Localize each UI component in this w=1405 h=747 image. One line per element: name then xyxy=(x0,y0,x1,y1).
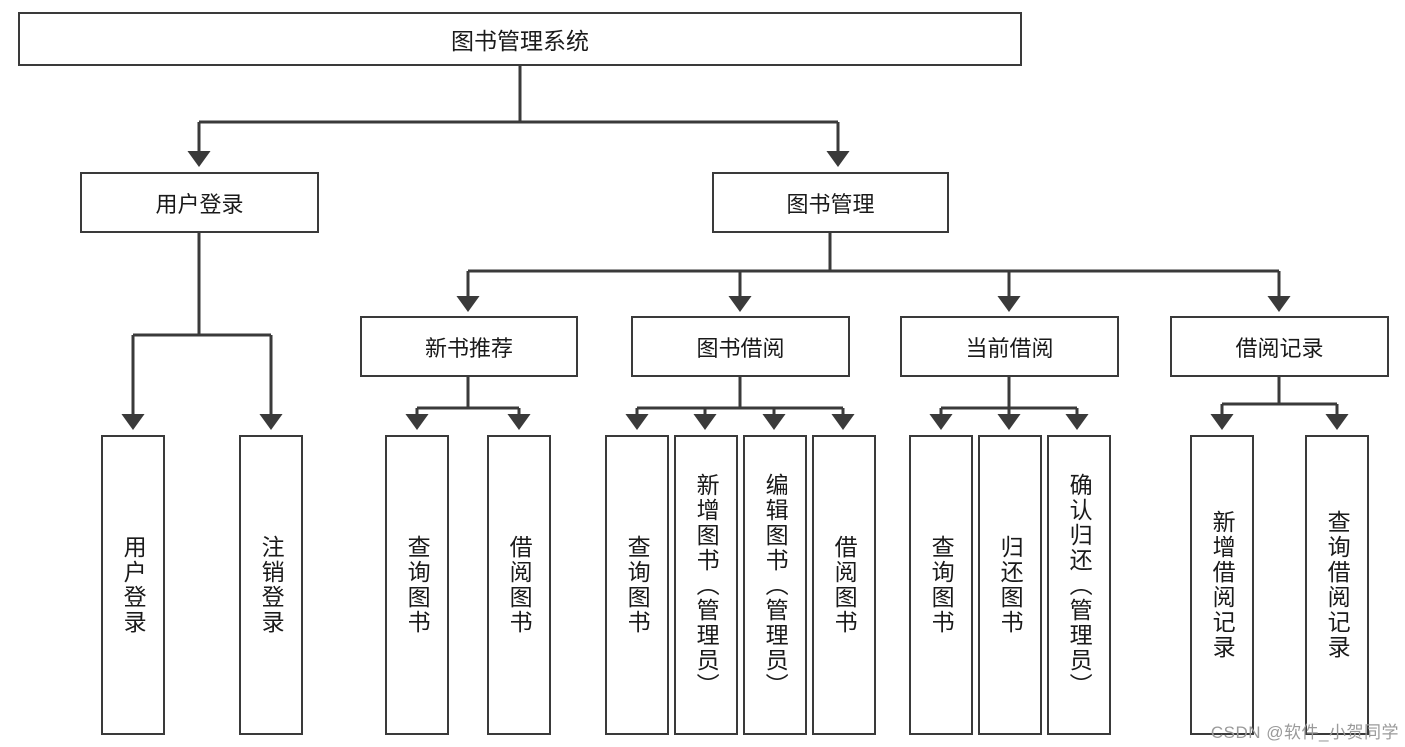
leaf-label: 编辑图书（管理员） xyxy=(762,472,789,698)
leaf-query-book-current[interactable]: 查询图书 xyxy=(909,435,973,735)
leaf-confirm-return-admin[interactable]: 确认归还（管理员） xyxy=(1047,435,1111,735)
leaf-label: 新增借阅记录 xyxy=(1209,510,1236,660)
leaf-label: 借阅图书 xyxy=(506,535,533,635)
leaf-label: 用户登录 xyxy=(120,535,147,635)
leaf-label: 注销登录 xyxy=(258,535,285,635)
csdn-watermark: CSDN @软件_小贺同学 xyxy=(1210,723,1399,742)
leaf-borrow-book-newbook[interactable]: 借阅图书 xyxy=(487,435,551,735)
node-book-borrow[interactable]: 图书借阅 xyxy=(631,316,850,377)
leaf-add-borrow-record[interactable]: 新增借阅记录 xyxy=(1190,435,1254,735)
leaf-user-login[interactable]: 用户登录 xyxy=(101,435,165,735)
node-user-login[interactable]: 用户登录 xyxy=(80,172,319,233)
node-borrow-record[interactable]: 借阅记录 xyxy=(1170,316,1389,377)
leaf-label: 查询图书 xyxy=(624,535,651,635)
leaf-query-borrow-record[interactable]: 查询借阅记录 xyxy=(1305,435,1369,735)
leaf-label: 查询图书 xyxy=(404,535,431,635)
leaf-return-book[interactable]: 归还图书 xyxy=(978,435,1042,735)
leaf-borrow-book[interactable]: 借阅图书 xyxy=(812,435,876,735)
leaf-logout[interactable]: 注销登录 xyxy=(239,435,303,735)
leaf-label: 新增图书（管理员） xyxy=(693,472,720,698)
leaf-label: 查询图书 xyxy=(928,535,955,635)
node-root-system[interactable]: 图书管理系统 xyxy=(18,12,1022,66)
node-book-management[interactable]: 图书管理 xyxy=(712,172,949,233)
leaf-label: 查询借阅记录 xyxy=(1324,510,1351,660)
leaf-query-book-borrow[interactable]: 查询图书 xyxy=(605,435,669,735)
leaf-edit-book-admin[interactable]: 编辑图书（管理员） xyxy=(743,435,807,735)
leaf-add-book-admin[interactable]: 新增图书（管理员） xyxy=(674,435,738,735)
leaf-label: 归还图书 xyxy=(997,535,1024,635)
leaf-query-book-newbook[interactable]: 查询图书 xyxy=(385,435,449,735)
leaf-label: 确认归还（管理员） xyxy=(1066,472,1093,698)
node-new-book-recommend[interactable]: 新书推荐 xyxy=(360,316,578,377)
leaf-label: 借阅图书 xyxy=(831,535,858,635)
node-current-borrow[interactable]: 当前借阅 xyxy=(900,316,1119,377)
